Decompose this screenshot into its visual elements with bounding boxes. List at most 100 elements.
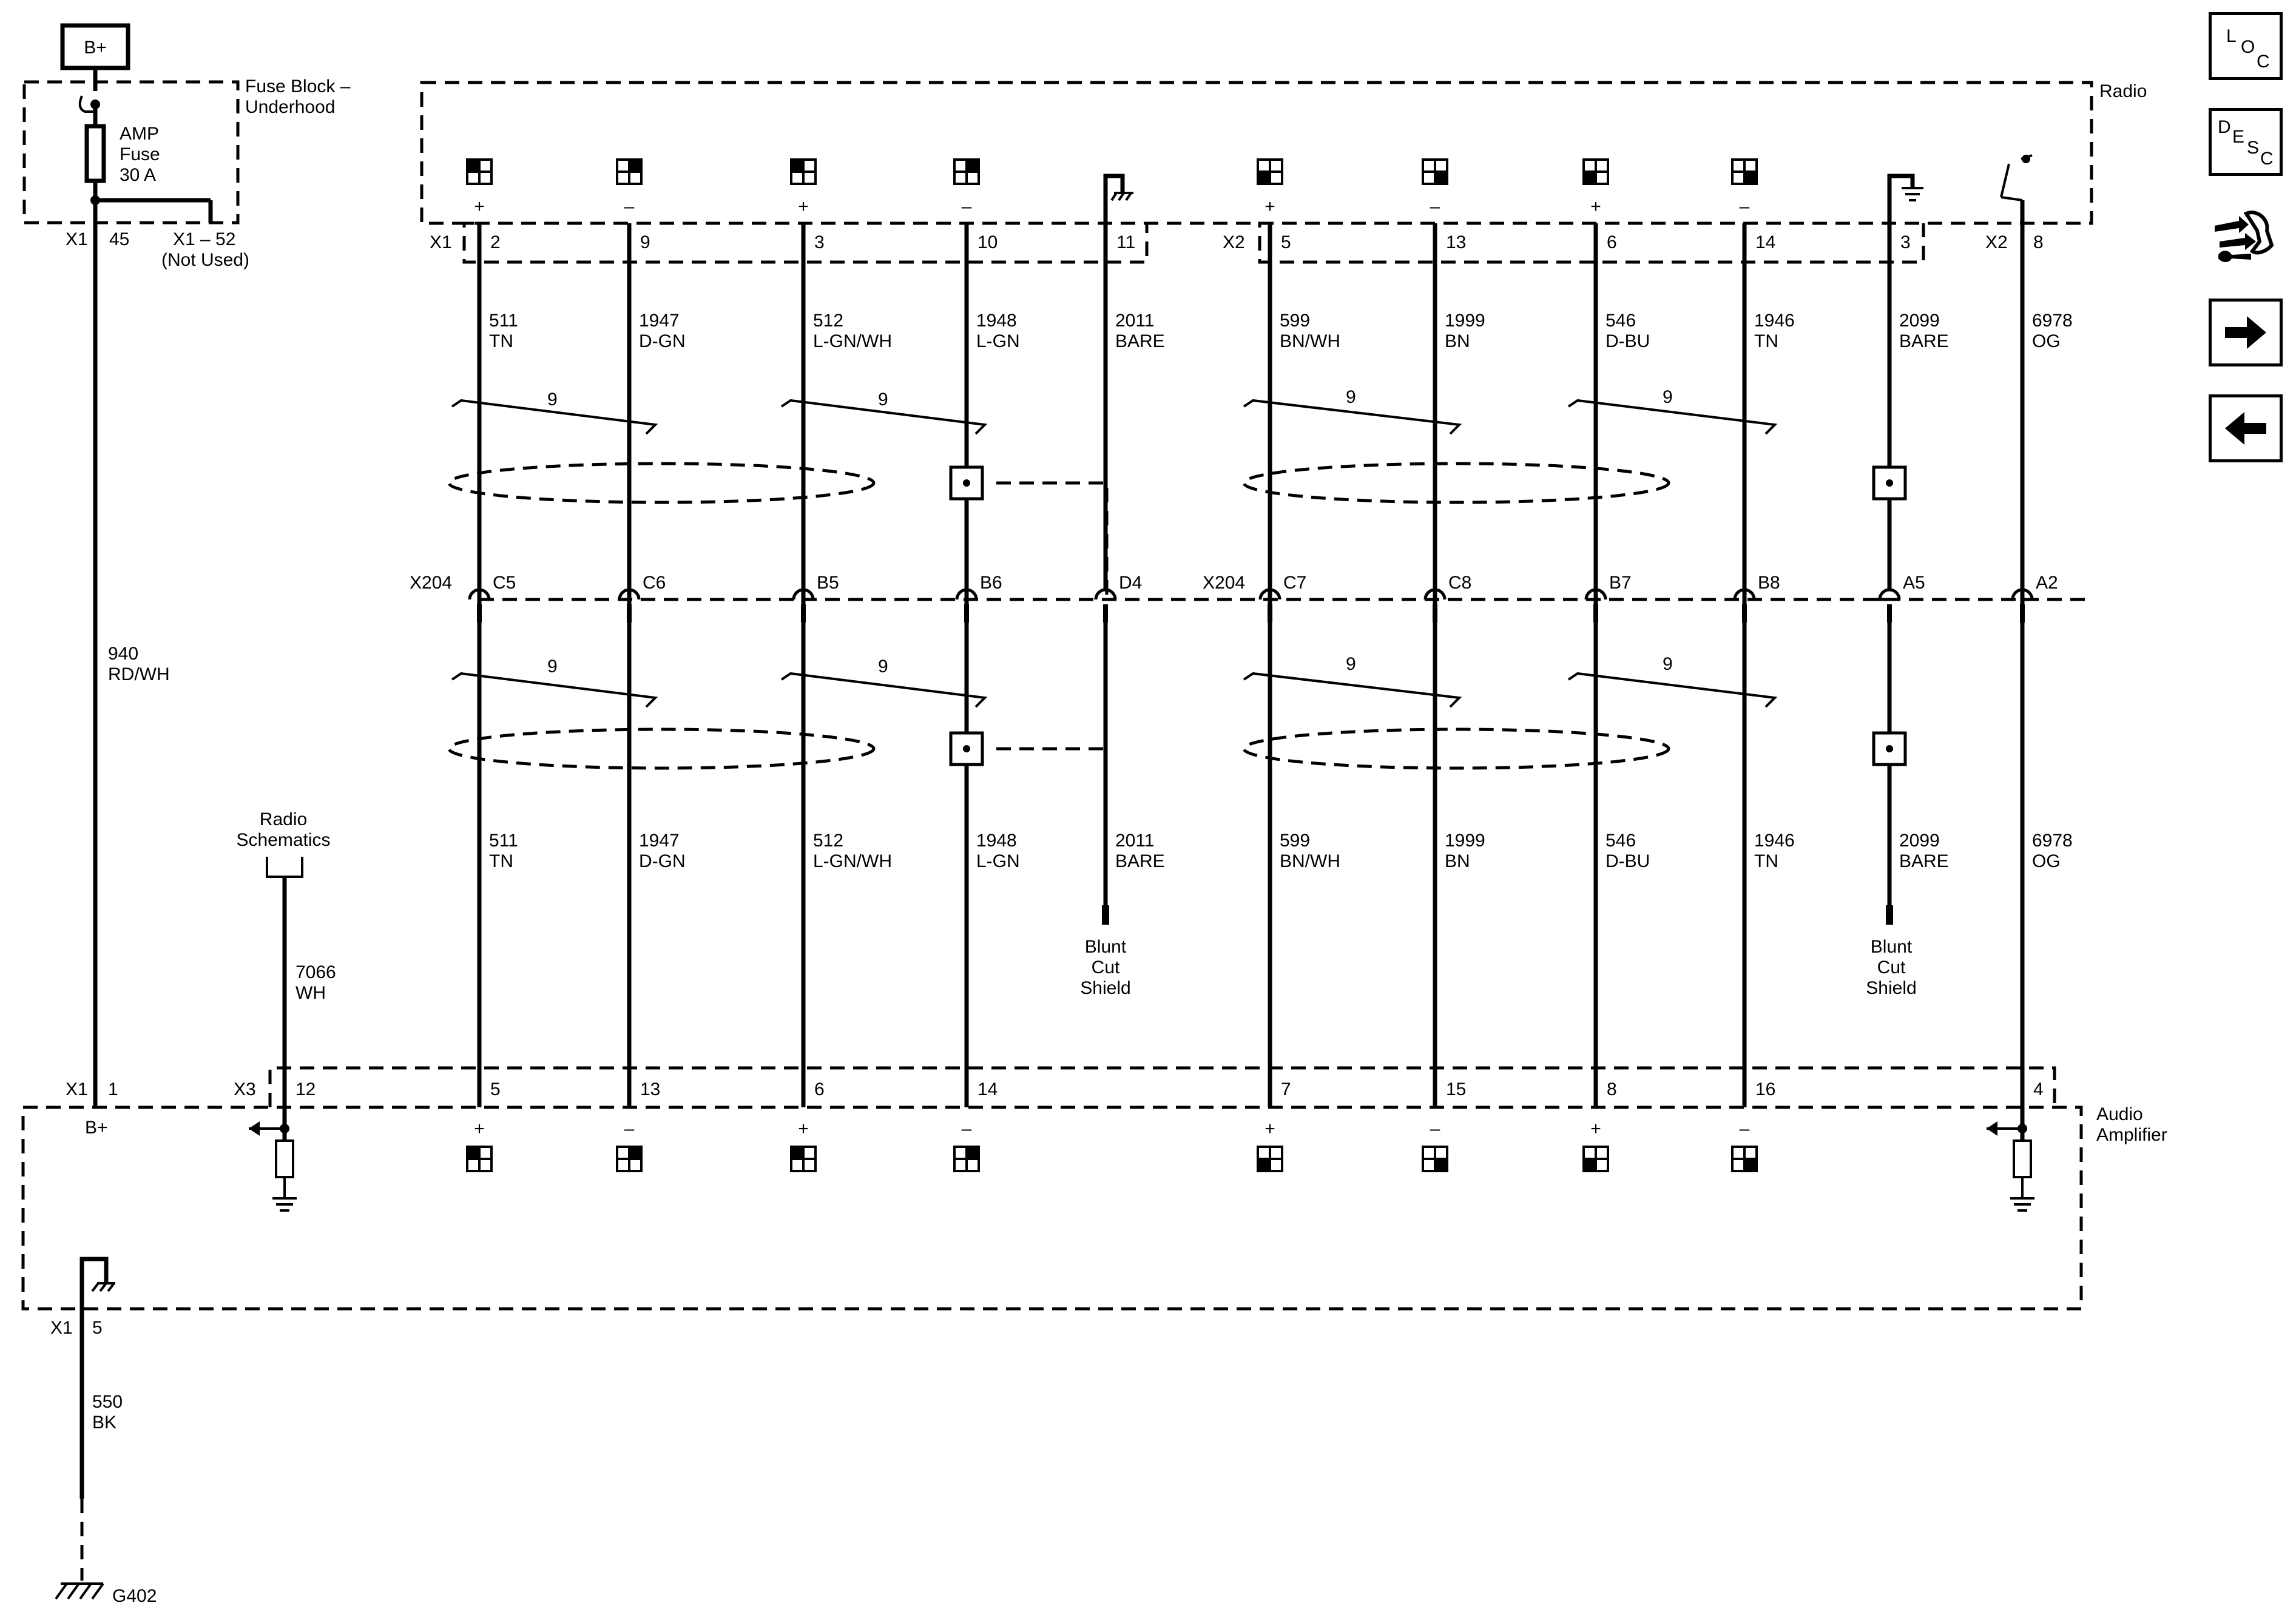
amp-ground-symbol bbox=[79, 1257, 115, 1322]
wire-512-color: L-GN/WH bbox=[813, 851, 892, 871]
fuse-block-label-2: Underhood bbox=[245, 97, 335, 117]
wire-511-circuit: 511 bbox=[489, 311, 518, 331]
wire-550-color: BK bbox=[92, 1413, 116, 1433]
polarity-sign: + bbox=[474, 197, 485, 217]
wire-1948-circuit: 1948 bbox=[976, 311, 1017, 331]
amp-input-load-right bbox=[1987, 1107, 2034, 1212]
desc-letter: D bbox=[2218, 117, 2231, 137]
radio-terminal-icon bbox=[1257, 158, 1283, 185]
desc-letter: S bbox=[2247, 138, 2259, 158]
twist-count: 9 bbox=[1663, 654, 1673, 674]
wire-1947-color: D-GN bbox=[639, 331, 686, 351]
fuse-block-outline bbox=[22, 80, 240, 224]
fuse-block-label-1: Fuse Block – bbox=[245, 76, 351, 96]
wire-2099-color: BARE bbox=[1899, 331, 1949, 351]
wire-1946-color: TN bbox=[1754, 331, 1778, 351]
channel-wires: 2511TN511TNC5++591947D-GN1947D-GNC6––133… bbox=[466, 154, 2073, 1172]
amp-pin-13: 13 bbox=[640, 1079, 660, 1099]
radio-schematics-link-1[interactable]: Radio bbox=[260, 809, 307, 829]
shield-ground-icon bbox=[1103, 174, 1125, 223]
radio-terminal-icon bbox=[1731, 158, 1758, 185]
polarity-sign: + bbox=[798, 197, 809, 217]
amp-pin-4: 4 bbox=[2033, 1079, 2044, 1099]
shield-note-1b: Cut bbox=[1092, 957, 1120, 977]
amp-terminal-icon bbox=[1257, 1146, 1283, 1172]
next-arrow-icon[interactable] bbox=[2209, 299, 2283, 366]
twist-count: 9 bbox=[547, 657, 558, 677]
radio-pin-3: 3 bbox=[1900, 232, 1911, 252]
shield-note-2c: Shield bbox=[1866, 978, 1916, 998]
amp-pin-6: 6 bbox=[814, 1079, 825, 1099]
radio-label: Radio bbox=[2099, 81, 2147, 101]
fuse-conn-x1: X1 bbox=[66, 229, 88, 249]
polarity-sign: – bbox=[624, 1119, 635, 1139]
amp-pin-12: 12 bbox=[295, 1079, 316, 1099]
x204-pin-C8: C8 bbox=[1448, 573, 1471, 593]
wire-546-color: D-BU bbox=[1606, 331, 1650, 351]
radio-pin-5: 5 bbox=[1281, 232, 1291, 252]
fuse-text-1: AMP bbox=[120, 124, 159, 144]
previous-arrow-icon[interactable] bbox=[2209, 394, 2283, 462]
shield-note-1a: Blunt bbox=[1085, 937, 1127, 957]
amp-conn-x3: X3 bbox=[234, 1079, 256, 1099]
x204-left-label: X204 bbox=[410, 573, 452, 593]
wire-511-color: TN bbox=[489, 331, 513, 351]
wire-1999-color: BN bbox=[1445, 851, 1470, 871]
amp-pin-1: 1 bbox=[108, 1079, 118, 1099]
switch-icon bbox=[2001, 196, 2023, 201]
amp-conn-x1: X1 bbox=[66, 1079, 88, 1099]
desc-letter: E bbox=[2232, 127, 2244, 147]
wire-1947-circuit: 1947 bbox=[639, 831, 680, 851]
description-button[interactable]: D E S C bbox=[2209, 108, 2283, 176]
radio-pin-8: 8 bbox=[2033, 232, 2044, 252]
wire-1946-circuit: 1946 bbox=[1754, 831, 1795, 851]
x204-right-label: X204 bbox=[1203, 573, 1245, 593]
polarity-sign: + bbox=[1590, 197, 1601, 217]
polarity-sign: + bbox=[474, 1119, 485, 1139]
amp-pin-7: 7 bbox=[1281, 1079, 1291, 1099]
wire-1999-circuit: 1999 bbox=[1445, 311, 1485, 331]
radio-pin-13: 13 bbox=[1446, 232, 1466, 252]
wire-2011-circuit: 2011 bbox=[1115, 831, 1155, 851]
amp-terminal-icon bbox=[466, 1146, 493, 1172]
amp-pin-15: 15 bbox=[1446, 1079, 1466, 1099]
radio-pin-14: 14 bbox=[1755, 232, 1775, 252]
wire-940-circuit: 940 bbox=[108, 644, 138, 664]
radio-pin-3: 3 bbox=[814, 232, 825, 252]
radio-pin-2: 2 bbox=[490, 232, 501, 252]
loc-letter: O bbox=[2241, 37, 2255, 57]
wire-1947-circuit: 1947 bbox=[639, 311, 680, 331]
x204-pin-B5: B5 bbox=[817, 573, 839, 593]
wire-546-color: D-BU bbox=[1606, 851, 1650, 871]
twist-count: 9 bbox=[878, 657, 888, 677]
ground-conn-x1: X1 bbox=[50, 1318, 73, 1338]
amp-terminal-icon bbox=[1582, 1146, 1609, 1172]
radio-terminal-icon bbox=[616, 158, 643, 185]
wire-1948-color: L-GN bbox=[976, 331, 1020, 351]
connector-repair-icon[interactable] bbox=[2209, 203, 2283, 271]
radio-terminal-icon bbox=[1582, 158, 1609, 185]
amp-label-2: Amplifier bbox=[2096, 1125, 2167, 1145]
wire-2099-circuit: 2099 bbox=[1899, 311, 1940, 331]
not-used-label-2: (Not Used) bbox=[161, 250, 249, 270]
twist-count: 9 bbox=[1346, 654, 1356, 674]
twist-count: 9 bbox=[1346, 387, 1356, 407]
wire-6978-circuit: 6978 bbox=[2032, 831, 2073, 851]
radio-schematics-link-2[interactable]: Schematics bbox=[236, 830, 330, 850]
wire-512-circuit: 512 bbox=[813, 311, 843, 331]
wire-2011-circuit: 2011 bbox=[1115, 311, 1155, 331]
amp-terminal-icon bbox=[953, 1146, 980, 1172]
x204-pin-C7: C7 bbox=[1283, 573, 1306, 593]
wire-7066-color: WH bbox=[295, 983, 326, 1003]
x204-pin-B7: B7 bbox=[1609, 573, 1632, 593]
location-button[interactable]: L O C bbox=[2209, 12, 2283, 80]
wire-1999-color: BN bbox=[1445, 331, 1470, 351]
amp-pin-14: 14 bbox=[977, 1079, 998, 1099]
chassis-ground-icon bbox=[55, 1582, 104, 1600]
loc-letter: C bbox=[2257, 52, 2270, 72]
radio-pin-10: 10 bbox=[977, 232, 998, 252]
not-used-label-1: X1 – 52 bbox=[173, 229, 235, 249]
radio-terminal-icon bbox=[953, 158, 980, 185]
shield-note-1c: Shield bbox=[1080, 978, 1130, 998]
